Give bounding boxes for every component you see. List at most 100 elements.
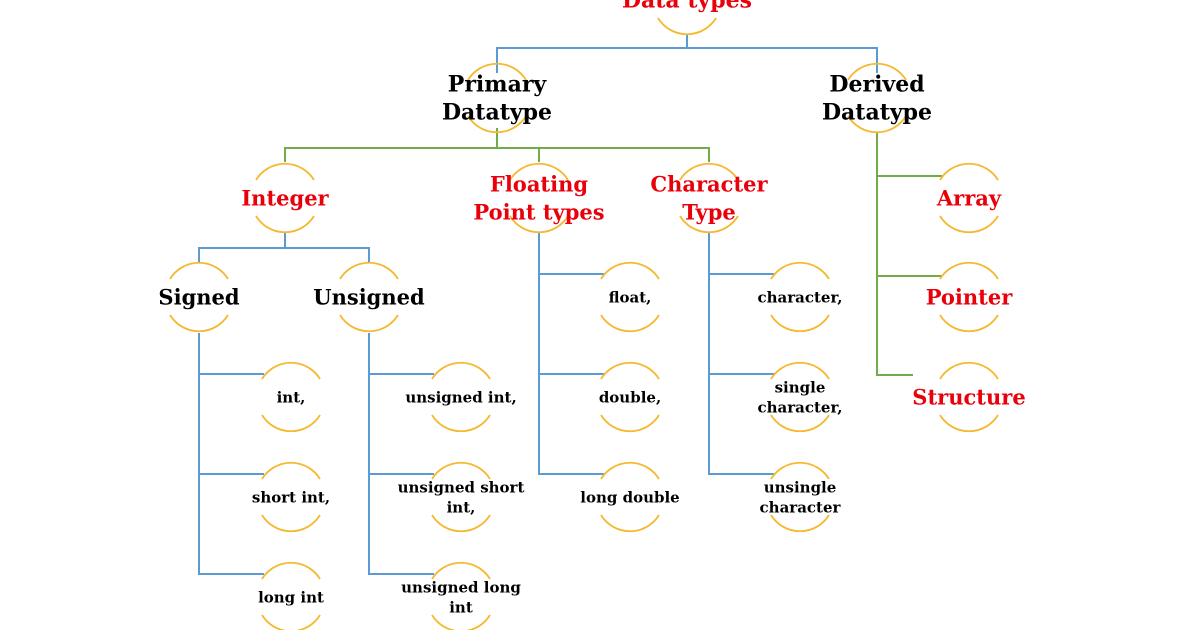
node-arc-top: [431, 361, 491, 380]
node-label-line: Pointer: [926, 284, 1014, 309]
node-label-line: Signed: [158, 284, 239, 309]
node-label-line: Unsigned: [313, 284, 425, 309]
node-array: Array: [936, 185, 1002, 210]
node-arc-top: [770, 261, 830, 280]
connector-floating-children: [538, 233, 604, 475]
node-arc-bottom: [770, 414, 830, 433]
node-label-line: int,: [277, 388, 306, 406]
node-arc-top: [261, 361, 321, 380]
node-label-line: Character: [650, 171, 768, 196]
connector-signed-children: [198, 333, 264, 575]
node-arc-bottom: [339, 314, 399, 333]
node-label-line: float,: [609, 288, 652, 306]
node-arc-top: [261, 561, 321, 580]
node-label-line: character,: [757, 288, 842, 306]
node-pointer: Pointer: [926, 284, 1014, 309]
node-arc-bottom: [261, 614, 321, 630]
node-arc-top: [255, 162, 315, 181]
node-arc-top: [431, 461, 491, 480]
node-arc-bottom: [169, 314, 229, 333]
node-label-line: unsingle: [764, 478, 837, 496]
node-arc-bottom: [657, 17, 717, 36]
node-label-line: single: [775, 378, 826, 396]
node-arc-top: [467, 62, 527, 81]
node-character-item: character,: [757, 288, 842, 306]
node-arc-bottom: [770, 514, 830, 533]
node-unsigned: Unsigned: [313, 284, 425, 309]
connector-primary-children: [284, 147, 710, 162]
node-label-line: Point types: [473, 199, 604, 224]
node-arc-top: [509, 162, 569, 181]
node-arc-bottom: [255, 215, 315, 234]
connector-character-children: [708, 233, 774, 475]
node-label-line: character: [760, 498, 842, 516]
node-label-line: Data types: [622, 0, 752, 14]
node-long-int: long int: [258, 588, 324, 606]
connector-derived-children: [876, 132, 913, 376]
node-arc-bottom: [939, 314, 999, 333]
node-unsingle-character: unsingle character: [760, 478, 842, 516]
node-arc-bottom: [467, 115, 527, 134]
node-arc-bottom: [847, 115, 907, 134]
node-label-line: long double: [580, 488, 679, 506]
node-label-line: Derived: [829, 72, 924, 98]
node-label-line: long int: [258, 588, 324, 606]
node-single-character: single character,: [757, 378, 842, 416]
node-float: float,: [609, 288, 652, 306]
node-arc-bottom: [509, 215, 569, 234]
node-arc-top: [939, 162, 999, 181]
node-arc-bottom: [600, 514, 660, 533]
node-arc-bottom: [261, 514, 321, 533]
node-label-line: double,: [599, 388, 661, 406]
node-arc-top: [939, 361, 999, 380]
node-arc-bottom: [600, 314, 660, 333]
node-arc-bottom: [431, 414, 491, 433]
node-label-line: Datatype: [442, 100, 552, 126]
node-label-line: unsigned short: [398, 478, 525, 496]
node-arc-bottom: [600, 414, 660, 433]
node-arc-bottom: [431, 614, 491, 630]
connector-unsigned-children: [368, 333, 434, 575]
node-arcs: [169, 17, 999, 630]
node-label-line: character,: [757, 398, 842, 416]
node-label-line: int: [449, 598, 473, 616]
node-arc-top: [261, 461, 321, 480]
node-label-line: unsigned long: [401, 578, 521, 596]
node-label-line: Type: [682, 199, 736, 224]
node-arc-bottom: [939, 215, 999, 234]
node-arc-top: [679, 162, 739, 181]
node-label-line: Floating: [490, 171, 588, 196]
node-arc-top: [770, 461, 830, 480]
node-label-line: Integer: [241, 185, 329, 210]
node-label-line: Structure: [912, 384, 1025, 409]
node-arc-top: [431, 561, 491, 580]
node-arc-top: [600, 261, 660, 280]
node-arc-top: [770, 361, 830, 380]
node-short-int: short int,: [252, 488, 330, 506]
node-arc-top: [847, 62, 907, 81]
node-arc-top: [169, 261, 229, 280]
node-arc-top: [939, 261, 999, 280]
node-label-line: Datatype: [822, 100, 932, 126]
node-arc-bottom: [431, 514, 491, 533]
node-arc-top: [339, 261, 399, 280]
node-root: Data types: [622, 0, 752, 14]
connector-root-children: [496, 47, 878, 73]
node-arc-bottom: [770, 314, 830, 333]
node-arc-bottom: [679, 215, 739, 234]
node-label-line: Primary: [448, 72, 548, 98]
node-unsigned-int: unsigned int,: [405, 388, 516, 406]
node-unsigned-short-int: unsigned short int,: [398, 478, 525, 516]
node-label-line: int,: [447, 498, 476, 516]
node-label-line: short int,: [252, 488, 330, 506]
node-arc-top: [600, 461, 660, 480]
node-int: int,: [277, 388, 306, 406]
node-double: double,: [599, 388, 661, 406]
node-arc-bottom: [939, 414, 999, 433]
